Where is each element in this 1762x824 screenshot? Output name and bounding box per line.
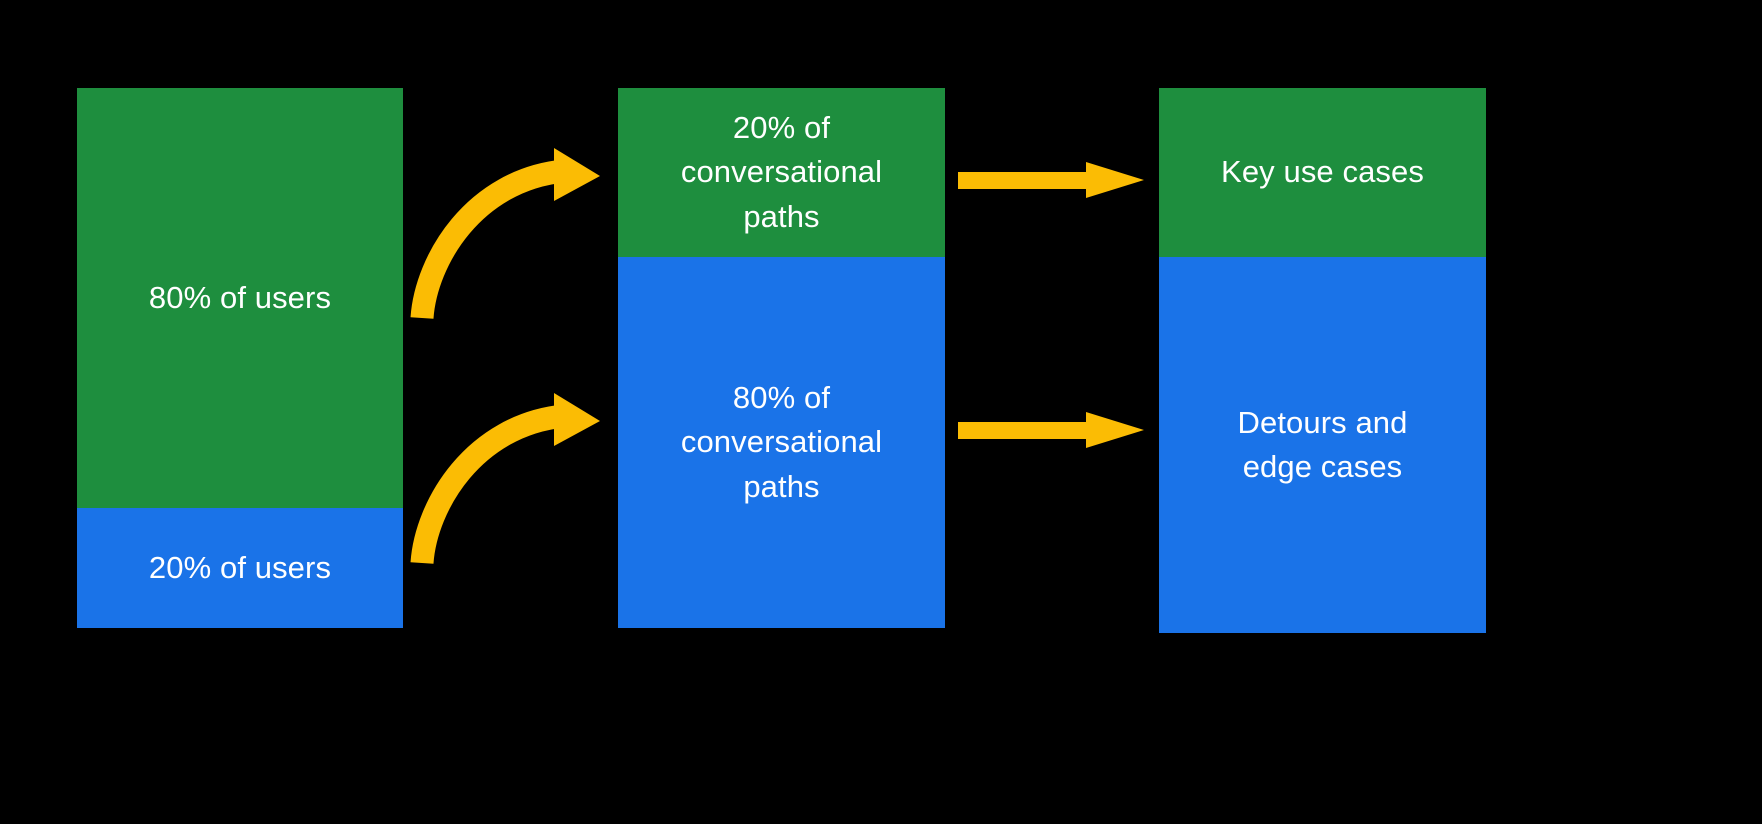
segment-label: Key use cases <box>1221 154 1424 190</box>
segment-detours-edge-cases: Detours and edge cases <box>1159 257 1486 633</box>
segment-users-majority: 80% of users <box>77 88 403 508</box>
curved-arrow-icon-top <box>410 148 600 320</box>
segment-paths-minority: 20% of conversational paths <box>618 88 945 257</box>
column-outcomes: Key use cases Detours and edge cases <box>1159 88 1486 633</box>
curved-arrow-icon-bottom <box>410 393 600 565</box>
segment-label: 80% of conversational paths <box>680 380 883 504</box>
segment-label: Detours and edge cases <box>1237 404 1408 484</box>
segment-users-minority: 20% of users <box>77 508 403 628</box>
column-users: 80% of users 20% of users <box>77 88 403 628</box>
segment-key-use-cases: Key use cases <box>1159 88 1486 257</box>
straight-arrow-icon-top <box>958 162 1144 198</box>
segment-label: 20% of conversational paths <box>680 110 883 234</box>
segment-label: 80% of users <box>148 279 332 315</box>
column-conversational-paths: 20% of conversational paths 80% of conve… <box>618 88 945 628</box>
segment-label: 20% of users <box>148 549 332 585</box>
segment-paths-majority: 80% of conversational paths <box>618 257 945 628</box>
straight-arrow-icon-bottom <box>958 412 1144 448</box>
